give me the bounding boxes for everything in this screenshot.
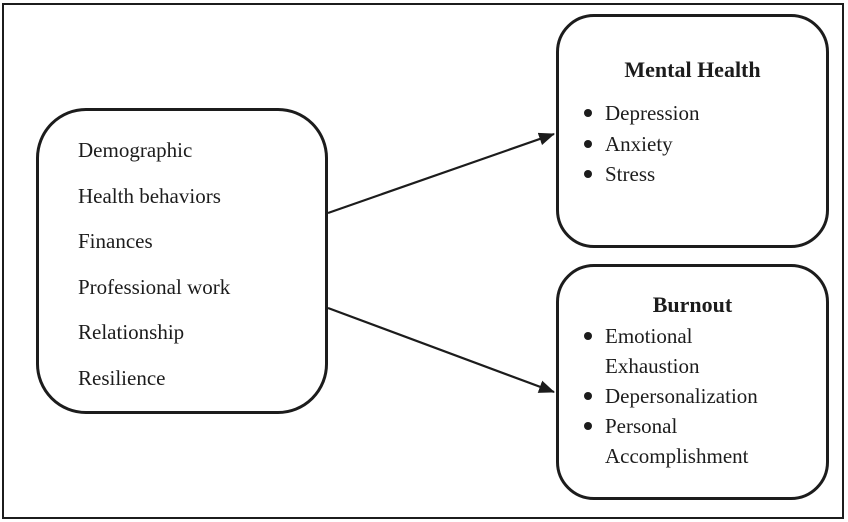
mental-health-box: Mental Health Depression Anxiety Stress (556, 14, 829, 248)
predictor-item: Professional work (78, 274, 231, 299)
bullet-icon (584, 139, 592, 148)
bullet-icon (584, 332, 592, 340)
bullet-label: Anxiety (605, 131, 673, 156)
burnout-list: Emotional Exhaustion Depersonalization P… (559, 321, 826, 471)
mental-health-list: Depression Anxiety Stress (559, 98, 826, 190)
burnout-box: Burnout Emotional Exhaustion Depersonali… (556, 264, 829, 500)
bullet-icon (584, 170, 592, 178)
predictors-box: Demographic Health behaviors Finances Pr… (36, 108, 328, 414)
bullet-item: Stress (584, 159, 826, 190)
bullet-label: Depression (605, 101, 700, 125)
predictor-item: Finances (78, 229, 153, 254)
burnout-title: Burnout (652, 292, 733, 317)
bullet-label: Stress (605, 162, 656, 186)
bullet-label: Depersonalization (605, 384, 758, 408)
bullet-item: Personal Accomplishment (584, 411, 826, 471)
bullet-icon (584, 109, 592, 117)
predictor-item: Resilience (78, 365, 166, 390)
bullet-label: Personal Accomplishment (605, 414, 749, 468)
bullet-icon (584, 392, 592, 400)
predictor-item: Demographic (78, 138, 193, 162)
bullet-item: Depression (584, 98, 826, 129)
bullet-item: Emotional Exhaustion (584, 321, 826, 381)
bullet-item: Depersonalization (584, 381, 826, 411)
predictor-item: Health behaviors (78, 183, 221, 208)
arrow-to-burnout (327, 306, 555, 394)
predictor-item: Relationship (78, 320, 185, 345)
arrow-to-mental-health (327, 132, 555, 215)
bullet-item: Anxiety (584, 129, 826, 160)
bullet-label: Emotional Exhaustion (605, 324, 700, 378)
bullet-icon (584, 422, 592, 430)
mental-health-title: Mental Health (624, 57, 761, 82)
